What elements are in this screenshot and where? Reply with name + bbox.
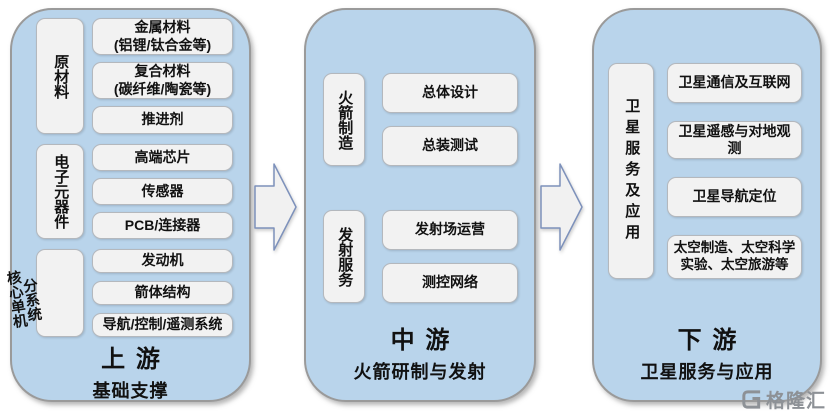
item-launch-site-operation: 发射场运营 bbox=[382, 210, 518, 250]
item-assembly-testing: 总装测试 bbox=[382, 126, 518, 166]
item-overall-design: 总体设计 bbox=[382, 73, 518, 113]
item-metal-materials: 金属材料 (铝锂/钛合金等) bbox=[92, 18, 233, 55]
item-sensors: 传感器 bbox=[92, 178, 233, 205]
downstream-stage-title: 下游 bbox=[677, 327, 748, 354]
electronic-components-items: 高端芯片 传感器 PCB/连接器 bbox=[92, 144, 233, 239]
brand-name: 格隆汇 bbox=[765, 391, 826, 412]
panel-midstream: 火箭制造 总体设计 总装测试 发射服务 发射场运营 测控网络 中游 火箭研制与发… bbox=[304, 8, 536, 402]
gelonghui-logo-icon bbox=[742, 390, 761, 409]
group-rocket-manufacturing: 火箭制造 总体设计 总装测试 bbox=[323, 73, 518, 166]
raw-materials-items: 金属材料 (铝锂/钛合金等) 复合材料 (碳纤维/陶瓷等) 推进剂 bbox=[92, 18, 233, 134]
category-label-launch-services: 发射服务 bbox=[323, 210, 365, 303]
downstream-content: 卫星服务及应用 卫星通信及互联网 卫星遥感与对地观测 卫星导航定位 太空制造、太… bbox=[594, 10, 820, 279]
panel-upstream: 原材料 金属材料 (铝锂/钛合金等) 复合材料 (碳纤维/陶瓷等) 推进剂 电子… bbox=[3, 8, 251, 402]
group-electronic-components: 电子元器件 高端芯片 传感器 PCB/连接器 bbox=[36, 144, 233, 239]
midstream-stage-title: 中游 bbox=[390, 327, 461, 354]
midstream-stage-footer: 中游 火箭研制与发射 bbox=[306, 320, 534, 400]
midstream-stage-subtitle: 火箭研制与发射 bbox=[353, 362, 487, 382]
item-pcb-connectors: PCB/连接器 bbox=[92, 212, 233, 239]
item-propellant: 推进剂 bbox=[92, 106, 233, 134]
core-units-items: 发动机 箭体结构 导航/控制/遥测系统 bbox=[92, 249, 233, 337]
brand-watermark: 格隆汇 bbox=[740, 386, 826, 413]
group-satellite-services: 卫星服务及应用 卫星通信及互联网 卫星遥感与对地观测 卫星导航定位 太空制造、太… bbox=[608, 63, 802, 279]
item-nav-control-telemetry: 导航/控制/遥测系统 bbox=[92, 313, 233, 337]
group-raw-materials: 原材料 金属材料 (铝锂/钛合金等) 复合材料 (碳纤维/陶瓷等) 推进剂 bbox=[36, 18, 233, 134]
group-launch-services: 发射服务 发射场运营 测控网络 bbox=[323, 210, 518, 303]
upstream-stage-title: 上游 bbox=[101, 346, 171, 373]
launch-services-items: 发射场运营 测控网络 bbox=[382, 210, 518, 303]
item-space-manufacturing-science-tourism: 太空制造、太空科学实验、太空旅游等 bbox=[667, 235, 802, 279]
panel-downstream: 卫星服务及应用 卫星通信及互联网 卫星遥感与对地观测 卫星导航定位 太空制造、太… bbox=[592, 8, 822, 402]
category-label-satellite-services: 卫星服务及应用 bbox=[608, 63, 654, 279]
category-label-core-units-subsystems: 核心单机 分系统 bbox=[3, 249, 84, 337]
midstream-content: 火箭制造 总体设计 总装测试 发射服务 发射场运营 测控网络 bbox=[306, 10, 534, 303]
upstream-stage-footer: 上游 基础支撑 bbox=[12, 339, 249, 419]
item-composite-materials: 复合材料 (碳纤维/陶瓷等) bbox=[92, 62, 233, 99]
category-label-rocket-manufacturing: 火箭制造 bbox=[323, 73, 365, 166]
downstream-stage-subtitle: 卫星服务与应用 bbox=[640, 362, 774, 382]
item-satellite-communication-internet: 卫星通信及互联网 bbox=[667, 63, 802, 103]
flow-arrow-icon bbox=[254, 163, 297, 251]
item-high-end-chips: 高端芯片 bbox=[92, 144, 233, 171]
flow-arrow-icon bbox=[540, 163, 583, 251]
upstream-stage-subtitle: 基础支撑 bbox=[92, 381, 169, 401]
downstream-stage-footer: 下游 卫星服务与应用 bbox=[594, 320, 820, 400]
category-label-electronic-components: 电子元器件 bbox=[36, 144, 84, 239]
satellite-services-items: 卫星通信及互联网 卫星遥感与对地观测 卫星导航定位 太空制造、太空科学实验、太空… bbox=[667, 63, 802, 279]
item-satellite-navigation-positioning: 卫星导航定位 bbox=[667, 177, 802, 217]
category-label-raw-materials: 原材料 bbox=[36, 18, 84, 134]
group-core-units-subsystems: 核心单机 分系统 发动机 箭体结构 导航/控制/遥测系统 bbox=[3, 249, 233, 337]
rocket-manufacturing-items: 总体设计 总装测试 bbox=[382, 73, 518, 166]
item-rocket-body-structure: 箭体结构 bbox=[92, 281, 233, 305]
item-engine: 发动机 bbox=[92, 249, 233, 273]
item-remote-sensing-earth-observation: 卫星遥感与对地观测 bbox=[667, 121, 802, 159]
upstream-content: 原材料 金属材料 (铝锂/钛合金等) 复合材料 (碳纤维/陶瓷等) 推进剂 电子… bbox=[3, 10, 249, 337]
item-tracking-control-network: 测控网络 bbox=[382, 263, 518, 303]
